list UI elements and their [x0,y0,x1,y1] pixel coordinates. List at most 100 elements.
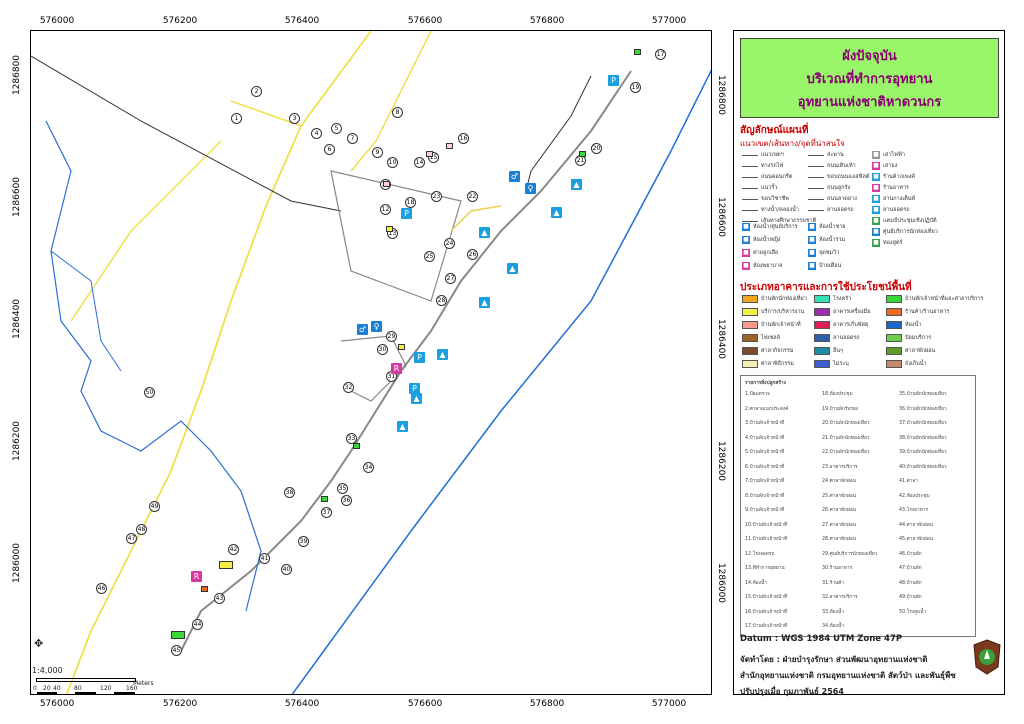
map-marker-18[interactable]: 18 [405,197,416,208]
legend-poi-icon: ■ [872,217,880,225]
map-marker-26[interactable]: 26 [467,249,478,260]
landuse-swatch [814,347,830,355]
map-marker-45[interactable]: 45 [171,645,182,656]
x-tick-label: 577000 [651,699,687,709]
parking-icon[interactable]: P [608,75,619,86]
legend-line-label: ลานจอดรถ [827,207,854,213]
x-tick-label: 576800 [529,16,565,26]
parking-icon[interactable]: P [409,383,420,394]
map-marker-42[interactable]: 42 [228,544,239,555]
restroom-icon[interactable]: ♀ [525,183,536,194]
map-marker-10[interactable]: 10 [387,157,398,168]
map-marker-41[interactable]: 41 [259,553,270,564]
map-marker-38[interactable]: 38 [284,487,295,498]
map-marker-4[interactable]: 4 [311,128,322,139]
road-upper-left [70,140,222,322]
legend-line-swatch [808,176,824,178]
landuse-item: ป้อมบริการ [886,334,931,342]
credit-line-3: ปรับปรุงเมื่อ กุมภาพันธ์ 2564 [740,687,844,696]
map-marker-34[interactable]: 34 [363,462,374,473]
landuse-label: อาคารเก็บพัสดุ [833,322,869,328]
building-list-item: 21.บ้านพักนักท่องเที่ยว [822,435,870,441]
restroom-icon[interactable]: ♀ [371,321,382,332]
restaurant-icon[interactable]: R [191,571,202,582]
landuse-label: ไม่ระบุ [833,361,849,367]
map-marker-39[interactable]: 39 [298,536,309,547]
building-list-item: 36.บ้านพักนักท่องเที่ยว [899,406,947,412]
building-list-item: 4.บ้านพักเจ้าหน้าที่ [745,435,785,441]
legend-line-swatch [808,209,824,211]
restaurant-icon[interactable]: R [391,363,402,374]
campsite-icon: ▲ [507,263,518,274]
landuse-swatch [742,295,758,303]
x-tick-label: 576000 [39,699,75,709]
map-marker-2[interactable]: 2 [251,86,262,97]
map-marker-8[interactable]: 8 [392,107,403,118]
legend-poi-icon: ■ [742,223,750,231]
map-marker-19[interactable]: 19 [630,82,641,93]
map-marker-43[interactable]: 43 [214,593,225,604]
map-marker-9[interactable]: 9 [372,147,383,158]
map-marker-30[interactable]: 30 [377,344,388,355]
map-marker-36[interactable]: 36 [341,495,352,506]
map-marker-29[interactable]: 29 [386,331,397,342]
map-marker-25[interactable]: 25 [424,251,435,262]
building-list-item: 16.บ้านพักเจ้าหน้าที่ [745,609,788,615]
landuse-swatch [742,347,758,355]
title-line-1: ผังปัจจุบัน [842,49,897,64]
map-marker-6[interactable]: 6 [324,144,335,155]
restroom-icon[interactable]: ♂ [509,171,520,182]
map-marker-17[interactable]: 17 [655,49,666,60]
map-marker-37[interactable]: 37 [321,507,332,518]
map-marker-49[interactable]: 49 [149,501,160,512]
y-tick-label: 1286800 [12,54,22,96]
map-marker-16[interactable]: 16 [458,133,469,144]
map-marker-14[interactable]: 14 [414,157,425,168]
map-marker-35[interactable]: 35 [337,483,348,494]
map-marker-5[interactable]: 5 [331,123,342,134]
map-marker-22[interactable]: 22 [467,191,478,202]
map-marker-24[interactable]: 24 [444,238,455,249]
map-marker-46[interactable]: 46 [96,583,107,594]
map-marker-28[interactable]: 28 [436,295,447,306]
landuse-item: โรงครัว [814,295,851,303]
landuse-swatch [886,360,902,368]
map-marker-12[interactable]: 12 [380,204,391,215]
building-list-item: 43.โรงอาหาร [899,508,929,513]
symbols-title: สัญลักษณ์แผนที่ [740,125,809,136]
map-marker-7[interactable]: 7 [347,133,358,144]
map-marker-15[interactable]: 15 [428,152,439,163]
building-list-item: 40.บ้านพักนักท่องเที่ยว [899,464,947,470]
landuse-item: ศาลากิจกรรม [742,347,793,355]
map-marker-47[interactable]: 47 [126,533,137,544]
map-marker-3[interactable]: 3 [289,113,300,124]
y-tick-label: 1286200 [716,440,726,482]
building-list-item: 14.ห้องน้ำ [745,580,767,586]
landuse-label: โรงครัว [833,296,852,302]
map-marker-1[interactable]: 1 [231,113,242,124]
x-tick-label: 576200 [162,16,198,26]
map-marker-32[interactable]: 32 [343,382,354,393]
legend-line-item: ทางรถไฟ [742,162,783,170]
legend-poi-item: ■เสาไฟฟ้า [872,151,905,159]
map-marker-48[interactable]: 48 [136,524,147,535]
map-marker-27[interactable]: 27 [445,273,456,284]
map-marker-50[interactable]: 50 [144,387,155,398]
map-marker-33[interactable]: 33 [346,433,357,444]
landuse-swatch [742,360,758,368]
map-marker-23[interactable]: 23 [431,191,442,202]
map-marker-44[interactable]: 44 [192,619,203,630]
building-dining [201,586,208,592]
building-list-item: 24.ศาลาพักผ่อน [822,479,857,484]
parking-icon[interactable]: P [414,352,425,363]
building-list-item: 42.ห้องประชุม [899,493,930,499]
map-frame[interactable]: 1234567891011121314151617181920212223242… [30,30,712,695]
landuse-item: บ้านพักเจ้าหน้าที่และศาลาบริการ [886,295,983,303]
map-marker-20[interactable]: 20 [591,143,602,154]
parking-icon[interactable]: P [401,208,412,219]
legend-line-swatch [742,198,758,200]
legend-poi-label: ค่ายลูกเสือ [753,250,779,256]
map-marker-40[interactable]: 40 [281,564,292,575]
restroom-icon[interactable]: ♂ [357,324,368,335]
